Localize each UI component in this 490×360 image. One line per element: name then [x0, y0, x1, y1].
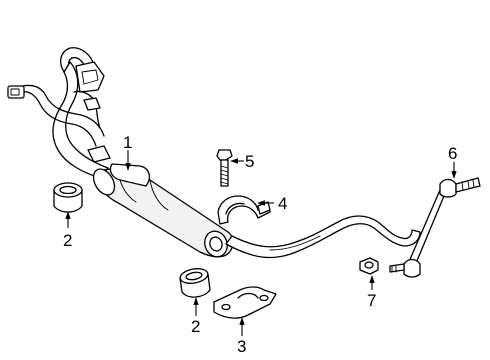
harness-connector-left — [7, 85, 25, 99]
harness-clip-upper-detail — [81, 69, 99, 85]
callout-3: 3 — [237, 337, 246, 356]
wiring-harness — [7, 61, 105, 147]
stabilizer-bar-right-arm-highlight — [269, 235, 321, 251]
harness-connector-left-latch — [10, 88, 20, 96]
callout-6: 6 — [448, 144, 457, 163]
bolt — [216, 149, 233, 187]
callout-numbers: 1 2 2 3 4 5 6 7 — [63, 133, 457, 356]
bracket-lower — [213, 286, 277, 319]
harness-second-wire — [21, 84, 105, 137]
callout-4: 4 — [278, 194, 287, 213]
actuator-end-cap-right-inner — [209, 236, 223, 252]
actuator-connector — [87, 145, 111, 163]
actuator-motor-housing — [109, 163, 151, 187]
callout-2-lower: 2 — [191, 317, 200, 336]
callout-5: 5 — [245, 152, 254, 171]
bushing-upper — [53, 182, 83, 213]
stabilizer-bar-assembly — [52, 47, 421, 259]
callout-7: 7 — [367, 291, 376, 310]
harness-main-wire — [19, 90, 97, 147]
harness-clip-mid — [83, 97, 101, 111]
bracket-upper — [217, 195, 271, 225]
actuator-end-cap-left — [92, 168, 116, 196]
stabilizer-link — [389, 177, 481, 278]
callout-leaders — [65, 150, 457, 336]
callout-1: 1 — [123, 133, 132, 152]
callout-2-upper: 2 — [63, 231, 72, 250]
nut — [359, 257, 379, 275]
actuator-end-cap-right — [204, 230, 228, 258]
bushing-lower — [179, 268, 211, 298]
harness-clip-upper — [75, 61, 105, 93]
stabilizer-bar-right-arm — [225, 215, 421, 259]
